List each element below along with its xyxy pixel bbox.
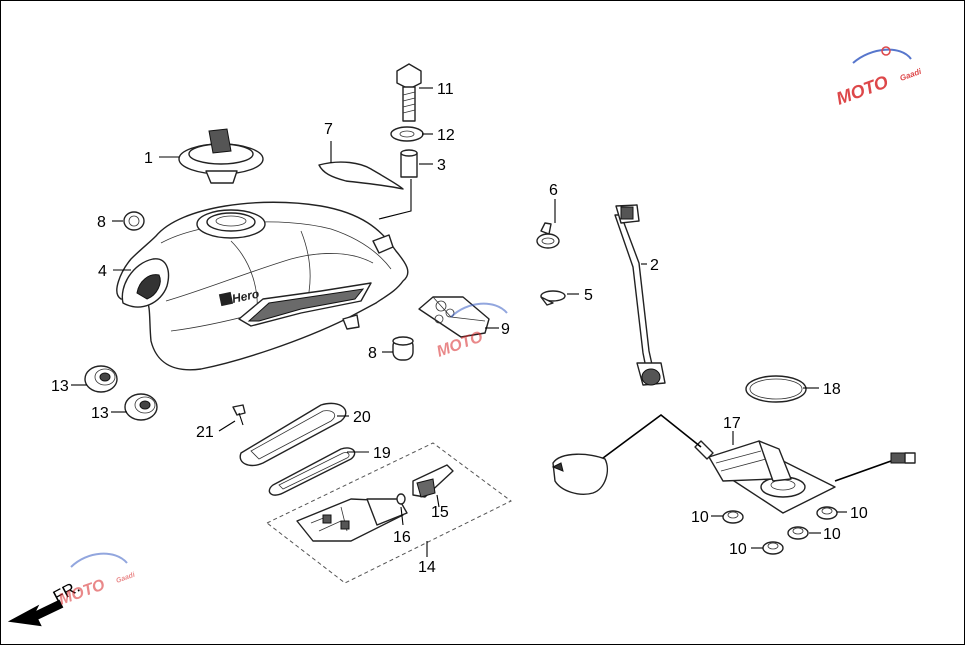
collar-leader xyxy=(378,179,412,220)
flange-nut-2 xyxy=(816,506,838,520)
hose-clamp-upper xyxy=(536,222,560,249)
o-ring-large xyxy=(745,375,807,403)
callout-3: 3 xyxy=(437,157,446,174)
watermark-top-right: MOTO Gaadi xyxy=(834,46,924,109)
tank-decal-strip xyxy=(318,161,404,190)
callout-17: 17 xyxy=(723,415,741,432)
rubber-damper-upper xyxy=(84,365,118,393)
watermark-main-text: MOTO xyxy=(834,72,891,109)
callout-9: 9 xyxy=(501,321,510,338)
callout-10-b: 10 xyxy=(850,505,868,522)
callout-10-c: 10 xyxy=(729,541,747,558)
grommet-upper xyxy=(123,211,145,231)
callout-20: 20 xyxy=(353,409,371,426)
callout-19: 19 xyxy=(373,445,391,462)
callout-16: 16 xyxy=(393,529,411,546)
callout-11: 11 xyxy=(437,81,454,98)
watermark-sub-text: Gaadi xyxy=(899,67,924,83)
callout-4: 4 xyxy=(98,263,107,280)
flange-nut-3 xyxy=(762,541,784,555)
fuel-hose xyxy=(614,204,666,386)
front-arrow-icon xyxy=(7,599,64,627)
callout-13-lower: 13 xyxy=(91,405,109,422)
callout-6: 6 xyxy=(549,182,558,199)
bolt xyxy=(396,63,422,122)
callout-8-upper: 8 xyxy=(97,214,106,231)
callout-13-upper: 13 xyxy=(51,378,69,395)
fuel-cap xyxy=(178,128,264,184)
callout-15: 15 xyxy=(431,504,449,521)
washer xyxy=(390,126,424,142)
tank-brand-text: Hero xyxy=(231,287,261,306)
callout-7: 7 xyxy=(324,121,333,138)
callout-12: 12 xyxy=(437,127,455,144)
fuel-sensor xyxy=(418,296,490,338)
rubber-damper-lower xyxy=(124,393,158,421)
callout-18: 18 xyxy=(823,381,841,398)
grommet-lower xyxy=(392,336,414,361)
gear-icon xyxy=(881,46,891,56)
callout-2: 2 xyxy=(650,257,659,274)
callout-14: 14 xyxy=(418,559,436,576)
callout-10-a: 10 xyxy=(691,509,709,526)
watermark-bottom-sub: Gaadi xyxy=(115,571,137,585)
flange-nut-1 xyxy=(722,510,744,524)
fuel-pump-assembly xyxy=(232,402,512,584)
leader-lines xyxy=(71,87,847,557)
callout-5: 5 xyxy=(584,287,593,304)
tank-brand-badge: Hero xyxy=(218,287,261,307)
callout-numbers: 1 2 3 4 5 6 7 8 8 9 10 10 10 10 11 12 13… xyxy=(51,81,868,576)
collar xyxy=(400,149,418,178)
callout-10-d: 10 xyxy=(823,526,841,543)
callout-21: 21 xyxy=(196,424,214,441)
callout-8-lower: 8 xyxy=(368,345,377,362)
fuel-tank: Hero xyxy=(116,201,409,371)
callout-1: 1 xyxy=(144,150,153,167)
hose-clamp-lower xyxy=(540,290,566,306)
flange-nut-4 xyxy=(787,526,809,540)
fuel-level-sender xyxy=(551,413,916,514)
